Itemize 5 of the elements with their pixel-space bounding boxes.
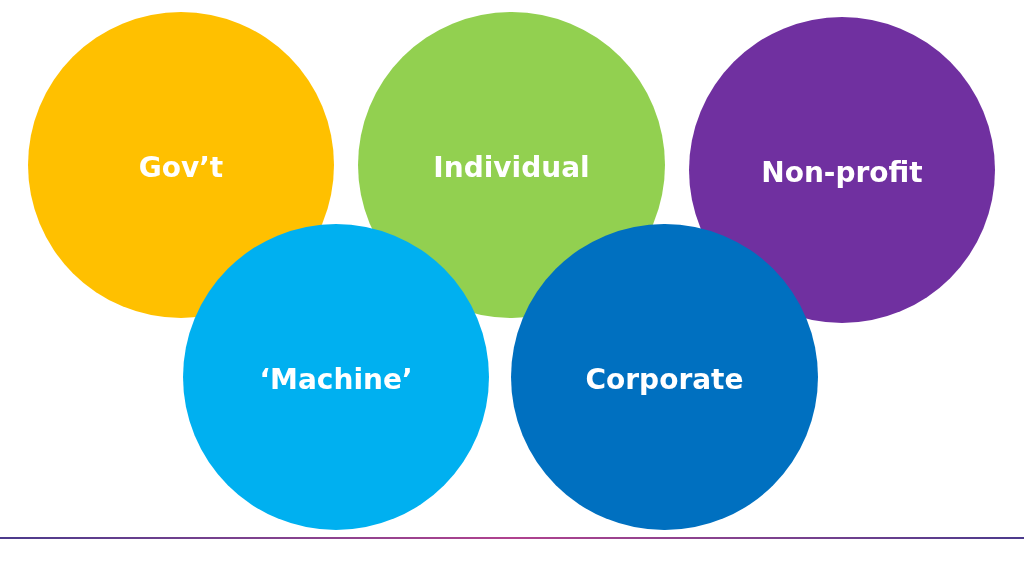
circle-label: Gov’t [138,149,224,185]
circle-label: Non-profit [761,154,923,190]
circle-label: Individual [433,149,590,185]
circle-label: ‘Machine’ [259,361,413,397]
circle-label: Corporate [585,361,744,397]
